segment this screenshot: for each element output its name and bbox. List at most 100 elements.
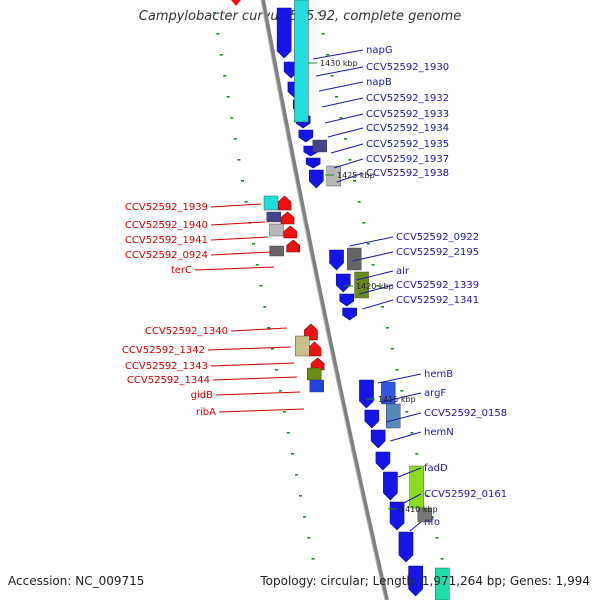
gene-label-left-9: CCV52592_1344 [127,375,210,386]
leader-line-right [352,251,394,262]
genome-backbone [260,0,389,600]
left-feature-box-7 [309,379,324,393]
leader-line-right [381,392,422,403]
leader-line-left [218,408,305,413]
tick-mark [271,348,274,350]
left-feature-box-3 [269,223,284,237]
gene-label-right-10: CCV52592_0922 [396,232,479,243]
gene-label-left-10: gidB [191,390,213,401]
tick-mark [274,369,278,371]
gene-label-right-11: CCV52592_2195 [396,247,479,258]
tick-mark [216,33,220,35]
leader-line-right [312,49,364,60]
feature-box-5 [354,271,369,299]
gene-label-right-20: CCV52592_0161 [424,489,507,500]
tick-mark [303,516,307,518]
leader-line-right [330,143,364,154]
backbone-line [261,0,389,600]
kbp-label-1: 1430 kbp [320,59,358,68]
tick-mark [223,75,227,77]
leader-line-right [390,431,422,442]
forward-gene-20 [398,531,414,563]
feature-box-8 [409,465,424,509]
tick-mark [267,327,271,329]
forward-gene-12 [339,293,355,307]
tick-mark [400,390,404,392]
gene-label-right-8: CCV52592_1937 [366,154,449,165]
tick-mark [371,264,375,266]
tick-mark [317,12,321,14]
leader-line-right [336,172,364,183]
leader-line-right [321,97,364,108]
forward-gene-17 [375,451,391,471]
tick-mark [390,348,394,350]
leader-line-right [316,66,364,77]
kbp-label-4: 1415 kbp [378,395,416,404]
tick-mark [307,537,311,539]
leader-line-left [210,236,269,241]
tick-mark [278,390,282,392]
forward-gene-18 [383,471,398,501]
gene-label-left-7: CCV52592_1342 [122,345,205,356]
forward-gene-21 [408,565,423,597]
gene-label-left-2: CCV52592_1940 [125,220,208,231]
kbp-label-2: 1425 kbp [337,171,375,180]
gene-label-left-11: ribA [196,407,216,418]
forward-gene-15 [364,409,380,429]
tick-mark [321,33,325,35]
kbp-label-5: 1410 kbp [400,505,438,514]
feature-box-1 [294,0,309,123]
leader-line-left [210,203,262,208]
leader-line-right [377,373,422,384]
leader-line-right [403,493,422,504]
leader-line-left [230,327,287,332]
gene-label-left-8: CCV52592_1343 [125,361,208,372]
tick-mark [230,117,234,119]
tick-mark [326,54,330,56]
tick-mark [212,12,216,14]
gene-label-right-1: napG [366,45,393,56]
tick-mark [330,75,334,77]
tick-mark [344,138,347,140]
accession-text: Accession: NC_009715 [8,574,145,588]
tick-mark [435,537,439,539]
leader-line-left [210,362,295,367]
gene-label-right-5: CCV52592_1933 [366,109,449,120]
tick-mark [255,264,259,266]
tick-mark [353,180,357,182]
tick-mark [348,159,352,161]
forward-gene-1 [276,7,292,59]
tick-mark [440,558,444,560]
tick-mark [241,180,244,182]
tick-mark [395,369,399,371]
tick-mark [410,432,414,434]
leader-line-left [207,346,291,351]
feature-box-7 [386,403,401,429]
gene-label-right-13: CCV52592_1339 [396,280,479,291]
gene-label-right-19: fadD [424,463,448,474]
leader-line-right [356,270,394,281]
forward-gene-13 [342,307,357,321]
leader-line-right [333,158,364,169]
reverse-gene-4 [286,239,300,253]
leader-line-left [210,221,266,226]
forward-gene-16 [370,429,386,449]
leader-line-left [210,251,272,256]
leader-line-left [215,391,301,396]
leader-line-right [324,113,364,124]
feature-box-2 [312,139,327,153]
left-feature-box-6 [307,367,322,381]
gene-label-right-16: argF [424,388,446,399]
tick-mark [376,285,380,287]
reverse-gene-1 [277,195,292,211]
gene-labels: napGCCV52592_1930napBCCV52592_1932CCV525… [122,45,507,528]
tick-mark [366,243,370,245]
reverse-gene-2 [280,211,295,225]
gene-label-left-4: CCV52592_0924 [125,250,208,261]
reverse-gene-6 [307,341,322,357]
leader-line-right [362,299,394,310]
tick-mark [259,285,263,287]
leader-line-left [194,266,275,271]
gene-label-right-6: CCV52592_1934 [366,123,449,134]
